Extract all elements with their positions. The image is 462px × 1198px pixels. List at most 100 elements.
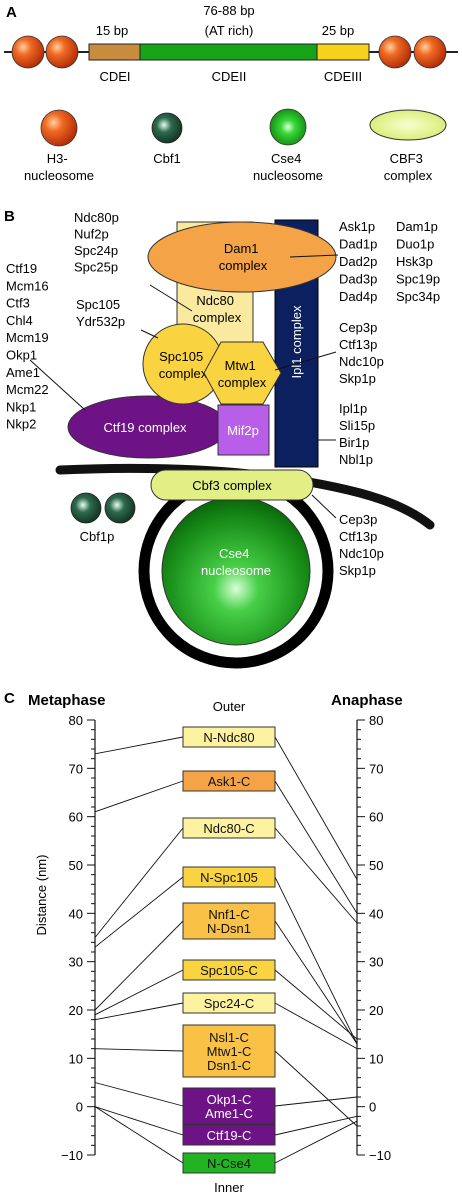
anaphase-connector [274,1050,358,1127]
outer-label: Outer [213,699,246,714]
protein-box-label: Ndc80-C [203,821,254,836]
anaphase-tick-label: 40 [369,906,383,921]
anaphase-connector [274,736,358,880]
anaphase-tick-label: 0 [369,1100,376,1115]
metaphase-tick-label: 0 [76,1100,83,1115]
protein-box-line: Spc105-C [200,963,258,978]
anaphase-tick-label: 30 [369,955,383,970]
cdeiii-segment [316,43,370,61]
protein-box [182,1087,276,1125]
cdeiii-label: CDEIII [324,69,362,84]
metaphase-connector [94,920,184,1011]
protein-box-line: N-Dsn1 [207,921,251,936]
protein-box [182,1124,276,1146]
cdei-segment [88,43,141,61]
anaphase-tick-label: −10 [369,1148,391,1163]
protein-box-label: Ctf19-C [207,1128,252,1143]
mtw1-complex-label: Mtw1 complex [218,358,267,390]
dam1-complex-label: Dam1 complex [219,241,268,273]
legend-h3-label: H3- nucleosome [24,151,94,183]
metaphase-tick-label: 50 [69,858,83,873]
metaphase-tick-label: 40 [69,906,83,921]
mtw1-complex [203,341,282,405]
h3-nucleosome [11,35,45,69]
anaphase-tick-label: 10 [369,1051,383,1066]
metaphase-connector [94,1082,184,1107]
anaphase-connector [274,1096,358,1107]
protein-box [182,959,276,981]
mif2p-label: Mif2p [227,423,259,438]
legend-h3-nucleosome [40,109,78,147]
inner-label: Inner [214,1180,244,1195]
mif2p [217,404,270,456]
dam1-complex [147,221,337,293]
spc105-complex-label: Spc105 complex [159,349,208,381]
metaphase-tick-label: 60 [69,810,83,825]
anaphase-connector [274,827,358,924]
anaphase-connector [274,920,358,1045]
cdei-length: 15 bp [96,23,129,38]
cbf1p-label: Cbf1p [80,529,115,544]
metaphase-connector [94,1106,184,1136]
protein-box-label: Spc105-C [200,963,258,978]
anaphase-connector [274,1002,358,1050]
metaphase-connector [94,1002,184,1021]
legend-cbf1-label: Cbf1 [153,151,180,166]
anaphase-connector [274,780,358,914]
protein-box-line: Ame1-C [205,1106,253,1121]
ctf19-protein-list: Ctf19 Mcm16 Ctf3 Chl4 Mcm19 Okp1 Ame1 Mc… [6,261,52,432]
legend-cse4-nucleosome [269,108,307,146]
protein-box [182,726,276,748]
cdei-label: CDEI [99,69,130,84]
spc105-protein-list: Spc105 Ydr532p [76,297,125,329]
ctf19-complex-label: Ctf19 complex [103,420,187,435]
cse4-nucleosome-label: Cse4 nucleosome [201,546,271,578]
panel-c-connectors [94,736,358,1164]
mtw1-protein-list: Cep3p Ctf13p Ndc10p Skp1p [339,320,387,386]
cdeii-length: 76-88 bp [203,3,254,18]
protein-box-line: Okp1-C [207,1092,252,1107]
protein-box [182,866,276,888]
metaphase-connector [94,1048,184,1052]
protein-box-line: N-Cse4 [207,1156,251,1171]
anaphase-connector [274,876,358,1045]
anaphase-connector [274,969,358,1040]
protein-box-line: Ask1-C [208,774,251,789]
legend-cse4-label: Cse4 nucleosome [253,151,323,183]
protein-box-line: Ndc80-C [203,821,254,836]
protein-box [182,1152,276,1174]
cdeiii-length: 25 bp [322,23,355,38]
anaphase-tick-label: 60 [369,810,383,825]
anaphase-tick-label: 70 [369,761,383,776]
anaphase-connector [274,1115,358,1136]
ndc80-complex-label: Ndc80 complex [193,293,242,325]
metaphase-connector [94,969,184,1016]
protein-box-line: Spc24-C [204,996,255,1011]
protein-box-line: Nsl1-C [209,1030,249,1045]
anaphase-tick-label: 80 [369,713,383,728]
cbf3-complex [150,469,314,501]
cbf3-protein-list: Cep3p Ctf13p Ndc10p Skp1p [339,512,387,578]
dam1-protein-list-b: Dam1p Duo1p Hsk3p Spc19p Spc34p [396,219,444,304]
distance-axis-label: Distance (nm) [34,855,49,936]
protein-box-line: Dsn1-C [207,1058,251,1073]
protein-box-line: N-Ndc80 [203,730,254,745]
protein-box [182,770,276,792]
protein-box-line: Ctf19-C [207,1128,252,1143]
h3-nucleosome [45,35,79,69]
protein-box [182,992,276,1014]
anaphase-tick-label: 20 [369,1003,383,1018]
legend-cbf3-label: CBF3 complex [384,151,433,183]
protein-box [182,1024,276,1078]
metaphase-tick-label: 20 [69,1003,83,1018]
cdeii-segment [139,43,318,61]
protein-box-line: Mtw1-C [207,1044,252,1059]
protein-box-label: Ask1-C [208,774,251,789]
cdeii-label: CDEII [212,69,247,84]
protein-box-line: Nnf1-C [208,907,249,922]
h3-nucleosome [378,35,412,69]
